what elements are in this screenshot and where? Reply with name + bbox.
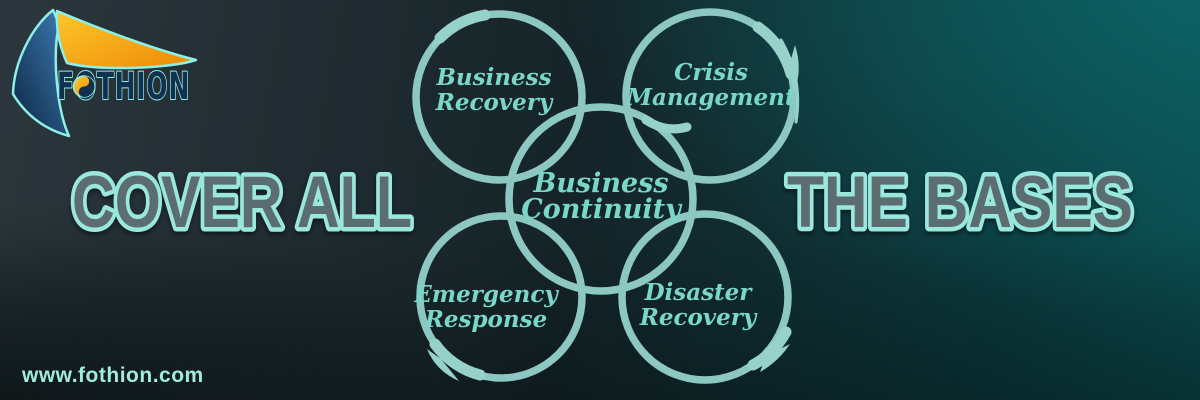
headline-the-bases: THE BASES [787, 162, 1133, 243]
label-crisis-management-line1: Crisis [674, 59, 748, 86]
sail-right-icon [55, 9, 198, 70]
brush-stroke-accents [427, 9, 800, 381]
sail-left-icon [11, 8, 71, 138]
ring-business-recovery [412, 10, 586, 184]
logo-orange-ball-icon [72, 75, 96, 98]
ring-disaster-recovery [618, 210, 792, 384]
ring-emergency-response [416, 212, 586, 382]
label-disaster-recovery-line1: Disaster [644, 279, 754, 306]
label-business-continuity-line2: Continuity [521, 194, 683, 225]
label-business-recovery-line1: Business [435, 64, 551, 91]
label-emergency-response-line2: Response [424, 306, 547, 333]
ring-crisis-management [622, 8, 798, 184]
label-business-recovery-line2: Recovery [435, 89, 554, 116]
ring-business-continuity [505, 103, 697, 295]
fothion-logo: FOTHION [11, 8, 198, 138]
label-business-continuity-line1: Business [532, 168, 668, 199]
label-crisis-management-line2: Management [625, 84, 795, 111]
website-url: www.fothion.com [22, 364, 204, 387]
headline-cover-all: COVER ALL [72, 162, 412, 243]
label-emergency-response-line1: Emergency [413, 281, 559, 308]
label-disaster-recovery-line2: Recovery [639, 304, 758, 331]
